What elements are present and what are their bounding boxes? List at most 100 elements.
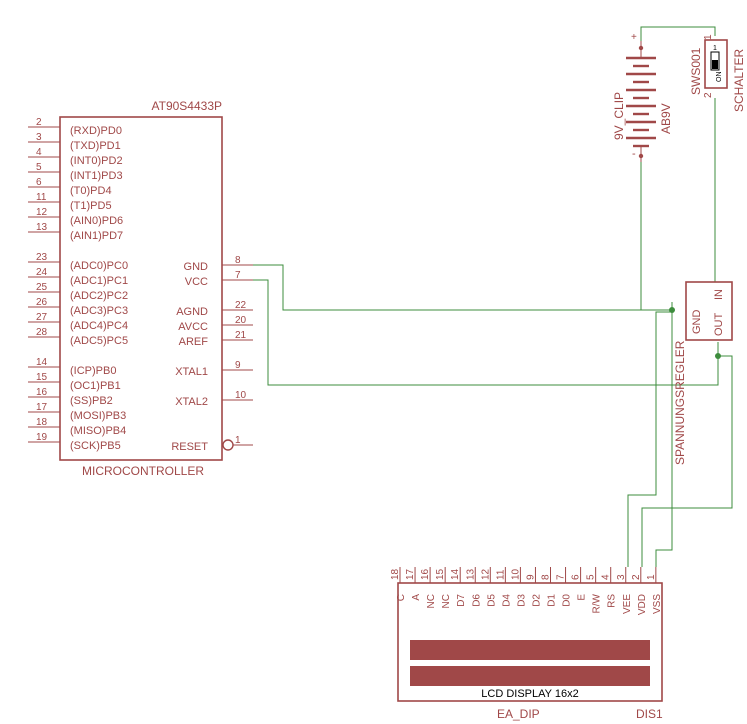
battery-plus-label: +	[631, 32, 637, 43]
lcd-pin-name: D4	[501, 594, 512, 607]
regulator-gnd-label: GND	[691, 310, 703, 335]
mcu-pin-number: 28	[36, 327, 48, 338]
switch-slider	[710, 51, 720, 71]
lcd-pin-name: E	[577, 594, 588, 601]
mcu-pin-name: AVCC	[178, 321, 208, 333]
mcu-pin-name: XTAL2	[175, 396, 208, 408]
lcd-pin-name: VSS	[652, 594, 663, 614]
lcd-row-2	[410, 666, 650, 686]
mcu-pin-number: 21	[235, 330, 247, 341]
microcontroller: AT90S4433P MICROCONTROLLER 2(RXD)PD03(TX…	[28, 99, 253, 478]
mcu-body	[59, 116, 223, 461]
lcd-pin-name: A	[411, 594, 422, 601]
mcu-pin-number: 6	[36, 177, 42, 188]
junction-vcc	[715, 353, 721, 359]
battery-value: AB9V	[659, 103, 673, 134]
mcu-pin-number: 8	[235, 255, 241, 266]
mcu-pin-number: 10	[235, 390, 247, 401]
lcd-pin-name: D5	[486, 594, 497, 607]
lcd-pins: 18C17A16NC15NC14D713D612D511D410D39D28D1…	[390, 567, 663, 615]
switch-knob	[712, 60, 718, 69]
lcd-pin-name: D6	[471, 594, 482, 607]
mcu-pin-name: (INT1)PD3	[70, 170, 123, 182]
mcu-pin-name: (TXD)PD1	[70, 140, 121, 152]
mcu-pin-number: 12	[36, 207, 48, 218]
switch-marker: 1	[713, 45, 717, 52]
mcu-pin-name: XTAL1	[175, 366, 208, 378]
mcu-pin-name: AREF	[179, 336, 209, 348]
battery-plus-terminal	[638, 45, 644, 51]
lcd-name: DIS1	[636, 707, 663, 721]
lcd-pin-number: 13	[465, 568, 476, 580]
mcu-pin-number: 13	[36, 222, 48, 233]
voltage-regulator: GND OUT IN SPANNUNGSREGLER	[673, 281, 733, 465]
mcu-pin-number: 24	[36, 267, 48, 278]
mcu-pin-number: 5	[36, 162, 42, 173]
mcu-pin-name: GND	[184, 261, 209, 273]
wire-gnd-to-lcd-vee	[627, 310, 673, 567]
switch-pin2: 2	[703, 92, 714, 98]
lcd-pin-number: 16	[420, 568, 431, 580]
regulator-body	[685, 281, 733, 341]
mcu-pin-name: (INT0)PD2	[70, 155, 123, 167]
mcu-pin-number: 4	[36, 147, 42, 158]
nets	[253, 26, 733, 567]
lcd-row-1	[410, 640, 650, 660]
mcu-left-pins: 2(RXD)PD03(TXD)PD14(INT0)PD25(INT1)PD36(…	[28, 117, 128, 452]
mcu-pin-name: (T0)PD4	[70, 185, 112, 197]
lcd-pin-name: NC	[426, 594, 437, 608]
lcd-pin-number: 2	[631, 574, 642, 580]
mcu-pin-name: (SCK)PB5	[70, 440, 121, 452]
lcd-pin-name: VEE	[622, 594, 633, 614]
mcu-pin-number: 17	[36, 402, 48, 413]
lcd-pin-number: 6	[571, 574, 582, 580]
mcu-pin-number: 16	[36, 387, 48, 398]
wire-mcu-vcc-to-out	[253, 279, 719, 386]
lcd-pin-number: 9	[525, 574, 536, 580]
battery-9v: + - 9V_CLIP AB9V	[612, 32, 673, 162]
lcd-pin-name: RS	[607, 594, 618, 608]
lcd-pin-number: 17	[405, 568, 416, 580]
mcu-pin-name: (ADC3)PC3	[70, 305, 128, 317]
regulator-in-label: IN	[713, 289, 725, 300]
mcu-pin-name: (ADC0)PC0	[70, 260, 128, 272]
switch-name: SWS001	[689, 47, 703, 95]
mcu-pin-number: 9	[235, 360, 241, 371]
mcu-pin-name: (AIN1)PD7	[70, 230, 123, 242]
lcd-pin-number: 1	[646, 574, 657, 580]
lcd-pin-number: 14	[450, 568, 461, 580]
switch-value: SCHALTER	[732, 49, 746, 112]
lcd-pin-name: C	[396, 594, 407, 601]
mcu-pin-number: 27	[36, 312, 48, 323]
junction-gnd	[669, 307, 675, 313]
power-switch: 1 ON 1 2 SWS001 SCHALTER	[689, 34, 746, 112]
mcu-pin-number: 3	[36, 132, 42, 143]
mcu-pin-number: 23	[36, 252, 48, 263]
regulator-name: SPANNUNGSREGLER	[673, 340, 687, 465]
mcu-pin-name: RESET	[171, 441, 208, 453]
mcu-part-name: AT90S4433P	[152, 99, 223, 113]
mcu-pin-name: (MISO)PB4	[70, 425, 126, 437]
lcd-pin-name: NC	[441, 594, 452, 608]
mcu-pin-name: (ICP)PB0	[70, 365, 116, 377]
wire-mcu-gnd	[253, 264, 673, 311]
mcu-pin-number: 20	[235, 315, 247, 326]
lcd-display: 18C17A16NC15NC14D713D612D511D410D39D28D1…	[390, 567, 663, 721]
switch-body	[704, 39, 728, 89]
lcd-pin-name: D2	[531, 594, 542, 607]
mcu-pin-number: 2	[36, 117, 42, 128]
reset-inverter-bubble	[222, 439, 234, 451]
mcu-pin-number: 18	[36, 417, 48, 428]
lcd-pin-number: 10	[510, 568, 521, 580]
regulator-out-label: OUT	[713, 313, 725, 337]
lcd-value: EA_DIP	[497, 707, 540, 721]
lcd-title: LCD DISPLAY 16x2	[481, 688, 578, 700]
mcu-pin-name: (AIN0)PD6	[70, 215, 123, 227]
mcu-pin-name: (SS)PB2	[70, 395, 113, 407]
lcd-pin-number: 3	[616, 574, 627, 580]
lcd-pin-number: 5	[586, 574, 597, 580]
mcu-pin-number: 1	[235, 435, 241, 446]
mcu-pin-name: (ADC2)PC2	[70, 290, 128, 302]
mcu-pin-name: (T1)PD5	[70, 200, 112, 212]
